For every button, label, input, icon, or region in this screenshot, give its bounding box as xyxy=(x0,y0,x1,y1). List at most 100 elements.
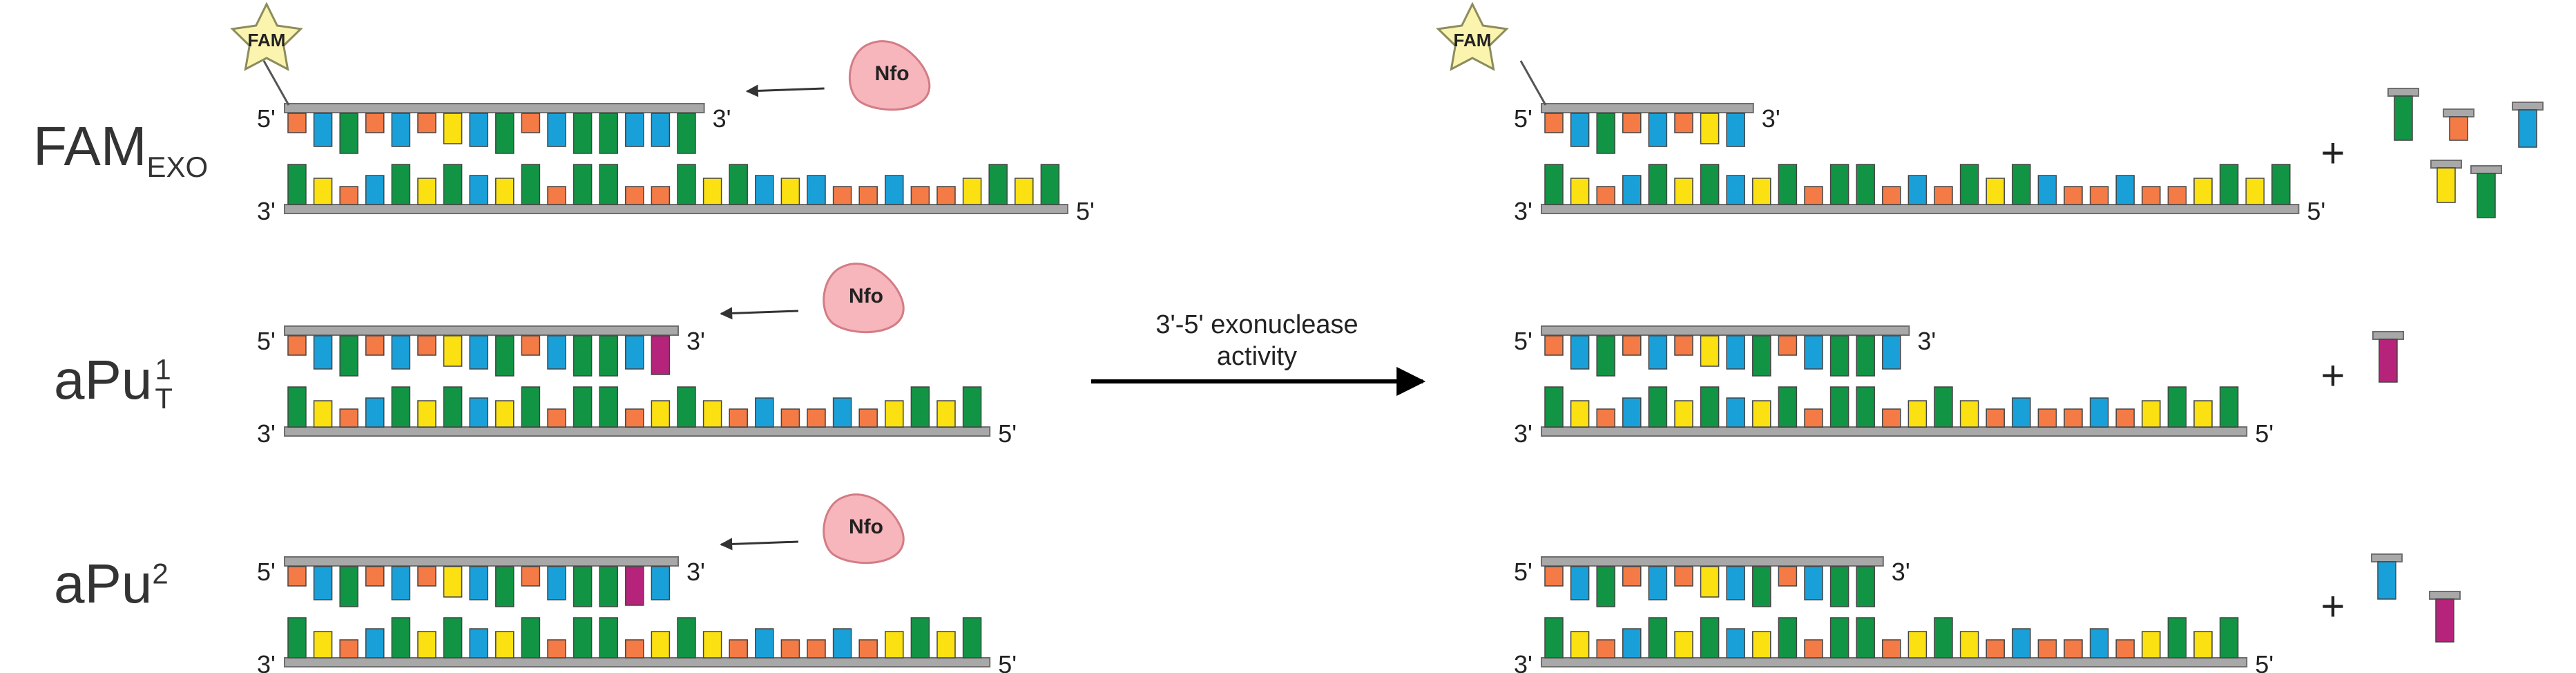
bottom-base-T xyxy=(1907,631,1928,658)
nfo-enzyme-icon xyxy=(849,40,931,111)
bottom-base-C xyxy=(755,397,774,428)
bottom-strand-backbone xyxy=(1541,204,2300,214)
bottom-base-T xyxy=(1674,400,1693,428)
bottom-base-A xyxy=(339,408,358,428)
top-base-G xyxy=(573,335,593,377)
top-base-T xyxy=(443,335,463,367)
bottom-base-T xyxy=(936,631,956,658)
top-base-A xyxy=(417,335,436,356)
bottom-base-A xyxy=(651,186,671,205)
bottom-base-G xyxy=(1829,386,1849,428)
top-base-G xyxy=(1596,335,1615,377)
bottom-base-A xyxy=(547,186,566,205)
top-base-A xyxy=(521,113,541,133)
bottom-base-G xyxy=(2167,617,2187,658)
bottom-base-A xyxy=(1934,186,1953,205)
bottom-base-T xyxy=(495,400,515,428)
top-strand-backbone xyxy=(284,556,679,567)
free-nucleotide-sugar xyxy=(2429,591,2461,600)
bottom-base-G xyxy=(573,386,593,428)
bottom-strand-backbone xyxy=(1541,426,2248,437)
free-nucleotide-base-A xyxy=(2449,116,2468,141)
bottom-base-C xyxy=(2089,397,2109,428)
bottom-base-T xyxy=(313,400,333,428)
bottom-base-A xyxy=(547,639,566,658)
top-base-C xyxy=(547,335,566,370)
row-label-sup: 2 xyxy=(152,557,169,590)
bottom-base-A xyxy=(858,639,878,658)
top-strand-backbone xyxy=(284,103,705,113)
label-3prime-top: 3' xyxy=(686,558,705,586)
bottom-base-G xyxy=(677,617,696,658)
bottom-base-C xyxy=(885,175,904,205)
bottom-base-A xyxy=(2037,408,2057,428)
plus-sign: + xyxy=(2320,352,2345,399)
top-base-G xyxy=(1752,566,1771,607)
bottom-base-T xyxy=(885,400,904,428)
bottom-base-G xyxy=(1648,617,1668,658)
top-base-G xyxy=(573,566,593,607)
label-5prime-top: 5' xyxy=(1514,104,1532,133)
top-strand-backbone xyxy=(1541,103,1754,113)
top-base-A xyxy=(1674,566,1693,587)
top-base-A xyxy=(521,566,541,587)
bottom-base-T xyxy=(1752,631,1771,658)
bottom-base-G xyxy=(962,617,982,658)
top-base-C xyxy=(469,335,488,370)
bottom-base-G xyxy=(1778,617,1798,658)
top-base-G xyxy=(495,113,515,154)
bottom-base-G xyxy=(677,164,696,205)
top-base-G xyxy=(677,113,696,154)
top-base-A xyxy=(1622,566,1642,587)
bottom-base-C xyxy=(755,175,774,205)
bottom-base-A xyxy=(339,639,358,658)
label-5prime-top: 5' xyxy=(1514,558,1532,586)
bottom-base-G xyxy=(1778,164,1798,205)
bottom-base-T xyxy=(2193,178,2213,205)
bottom-base-A xyxy=(2115,408,2135,428)
nfo-label: Nfo xyxy=(875,62,910,85)
top-base-A xyxy=(521,335,541,356)
label-3prime-top: 3' xyxy=(1892,558,1910,586)
top-base-G xyxy=(599,113,618,154)
top-base-T xyxy=(1700,566,1720,598)
bottom-base-G xyxy=(1700,164,1720,205)
label-3prime-top: 3' xyxy=(686,327,705,355)
bottom-base-G xyxy=(1648,164,1668,205)
bottom-base-T xyxy=(417,400,436,428)
label-5prime-bottom: 5' xyxy=(2255,419,2274,448)
bottom-base-G xyxy=(521,617,541,658)
bottom-base-T xyxy=(1570,631,1590,658)
bottom-base-A xyxy=(2089,186,2109,205)
row-label-sub: EXO xyxy=(146,151,209,183)
top-base-A xyxy=(1544,566,1564,587)
bottom-base-T xyxy=(1959,400,1979,428)
bottom-base-T xyxy=(1674,178,1693,205)
nfo-enzyme-icon xyxy=(823,263,905,334)
row-label-sub: T xyxy=(155,381,173,415)
label-3prime-bottom: 3' xyxy=(1514,419,1532,448)
bottom-base-A xyxy=(807,408,826,428)
bottom-base-C xyxy=(807,175,826,205)
bottom-base-C xyxy=(2115,175,2135,205)
top-strand-backbone xyxy=(1541,556,1884,567)
top-base-T xyxy=(1700,113,1720,144)
top-base-G xyxy=(1596,566,1615,607)
bottom-base-A xyxy=(1986,639,2005,658)
bottom-base-G xyxy=(1544,386,1564,428)
free-nucleotide-sugar xyxy=(2372,331,2404,340)
bottom-base-A xyxy=(625,408,644,428)
bottom-base-C xyxy=(832,397,852,428)
bottom-base-A xyxy=(1882,639,1901,658)
top-base-G xyxy=(1752,335,1771,377)
nfo-direction-arrow xyxy=(720,307,799,320)
bottom-base-G xyxy=(443,386,463,428)
bottom-base-A xyxy=(547,408,566,428)
nfo-label: Nfo xyxy=(849,285,883,307)
top-base-C xyxy=(313,335,333,370)
top-base-C xyxy=(1726,566,1745,600)
top-base-C xyxy=(651,566,671,600)
bottom-strand-backbone xyxy=(284,426,991,437)
